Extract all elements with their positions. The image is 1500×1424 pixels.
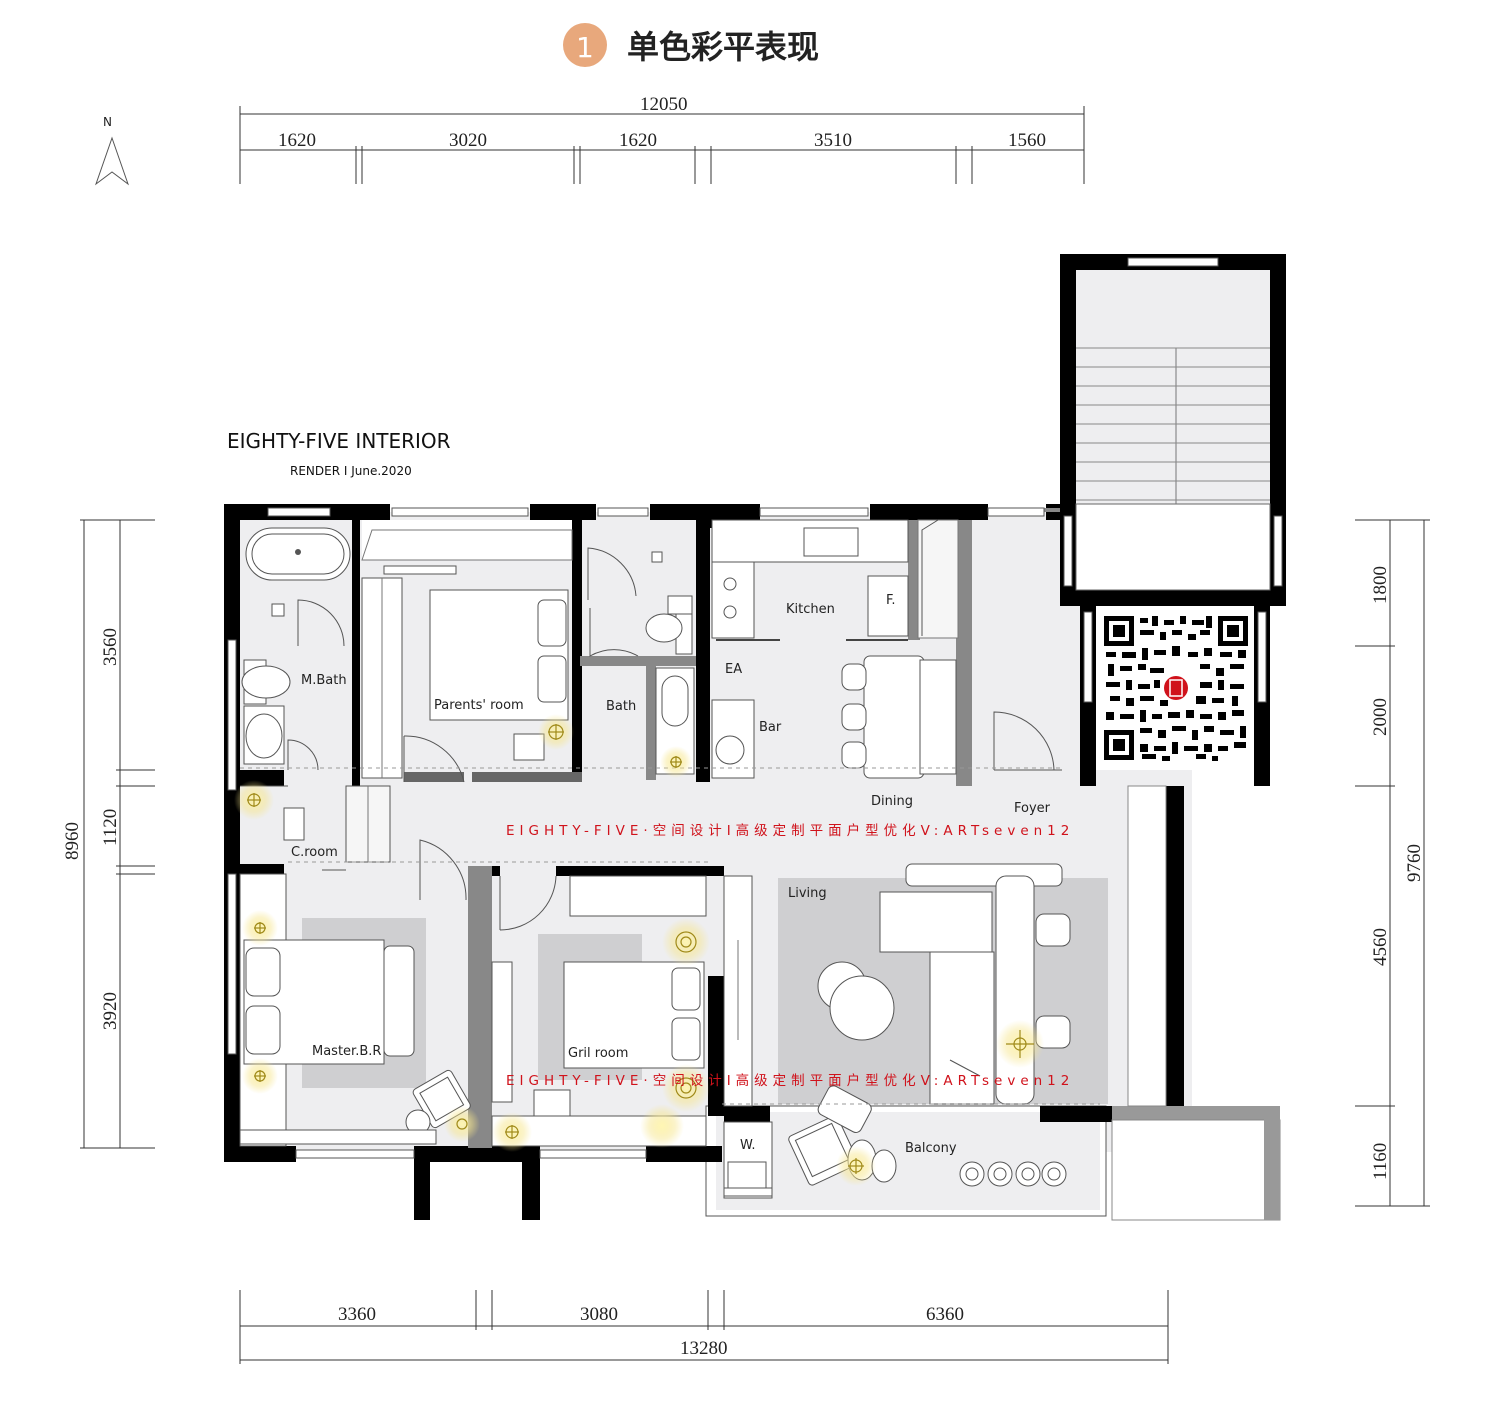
dim-top-3: 1620 (619, 130, 657, 151)
dim-right-total: 9760 (1404, 844, 1425, 882)
right-dimensions: 1800 2000 4560 1160 9760 (1355, 519, 1430, 1207)
label-ea: EA (725, 662, 742, 677)
label-washer: W. (740, 1138, 756, 1153)
dim-right-3: 4560 (1370, 928, 1391, 966)
header-badge-number: 1 (576, 31, 594, 64)
kitchen-furniture (711, 519, 959, 779)
dim-bottom-total: 13280 (680, 1338, 728, 1359)
dim-bottom-1: 3360 (338, 1304, 376, 1325)
m-bath-furniture (241, 527, 351, 771)
brand-subtitle: RENDER I June.2020 (290, 464, 412, 478)
label-girl-room: Gril room (568, 1046, 628, 1061)
label-kitchen: Kitchen (786, 602, 835, 617)
watermark-1: EIGHTY-FIVE·空间设计I高级定制平面户型优化V:ARTseven12 (506, 822, 1074, 839)
watermarks: EIGHTY-FIVE·空间设计I高级定制平面户型优化V:ARTseven12 … (506, 822, 1074, 1089)
label-balcony: Balcony (905, 1141, 957, 1156)
header: 1 单色彩平表现 (563, 23, 819, 67)
windows (227, 257, 1283, 1159)
dim-left-1: 3560 (100, 628, 121, 666)
dim-top-4: 3510 (814, 130, 852, 151)
label-master-br: Master.B.R (312, 1044, 381, 1059)
header-badge (563, 23, 607, 67)
living-furniture (723, 863, 1108, 1107)
brand-block: EIGHTY-FIVE INTERIOR RENDER I June.2020 (227, 429, 451, 478)
qr-code-icon (1096, 606, 1254, 770)
dim-bottom-3: 6360 (926, 1304, 964, 1325)
watermark-2: EIGHTY-FIVE·空间设计I高级定制平面户型优化V:ARTseven12 (506, 1072, 1074, 1089)
compass-label: N (103, 115, 112, 129)
brand-name: EIGHTY-FIVE INTERIOR (227, 429, 451, 453)
dim-top-total: 12050 (640, 94, 688, 115)
top-dimensions: 12050 1620 3020 1620 3510 1560 (239, 94, 1085, 184)
dim-left-3: 3920 (100, 992, 121, 1030)
label-c-room: C.room (291, 845, 338, 860)
foyer-door (993, 711, 1062, 771)
north-arrow-icon (94, 136, 130, 186)
label-bar: Bar (759, 720, 782, 735)
label-foyer: Foyer (1014, 801, 1051, 816)
label-living: Living (788, 886, 827, 901)
dim-left-2: 1120 (100, 809, 121, 846)
label-fridge: F. (886, 593, 896, 608)
parents-room-furniture (361, 529, 573, 783)
lights (234, 714, 1044, 1186)
dim-left-total: 8960 (62, 822, 83, 860)
bottom-dimensions: 3360 3080 6360 13280 (239, 1290, 1169, 1364)
label-bath: Bath (606, 699, 636, 714)
dim-top-5: 1560 (1008, 130, 1046, 151)
label-dining: Dining (871, 794, 913, 809)
page-title: 单色彩平表现 (627, 28, 819, 66)
north-compass: N (94, 115, 130, 186)
dim-bottom-2: 3080 (580, 1304, 618, 1325)
room-labels: M.Bath Parents' room Bath Kitchen F. EA … (291, 593, 1051, 1156)
label-m-bath: M.Bath (301, 673, 347, 688)
dim-right-1: 1800 (1370, 566, 1391, 604)
staircase (1075, 347, 1271, 591)
circulation-lines (240, 767, 1100, 1105)
label-parents-room: Parents' room (434, 698, 524, 713)
dim-top-1: 1620 (278, 130, 316, 151)
dim-right-2: 2000 (1370, 698, 1391, 736)
master-br-furniture (239, 839, 471, 1147)
dim-top-2: 3020 (449, 130, 487, 151)
left-dimensions: 8960 3560 1120 3920 (62, 519, 155, 1149)
dining-furniture (841, 655, 957, 779)
girl-room-furniture (491, 875, 707, 1147)
dim-right-4: 1160 (1370, 1143, 1391, 1180)
